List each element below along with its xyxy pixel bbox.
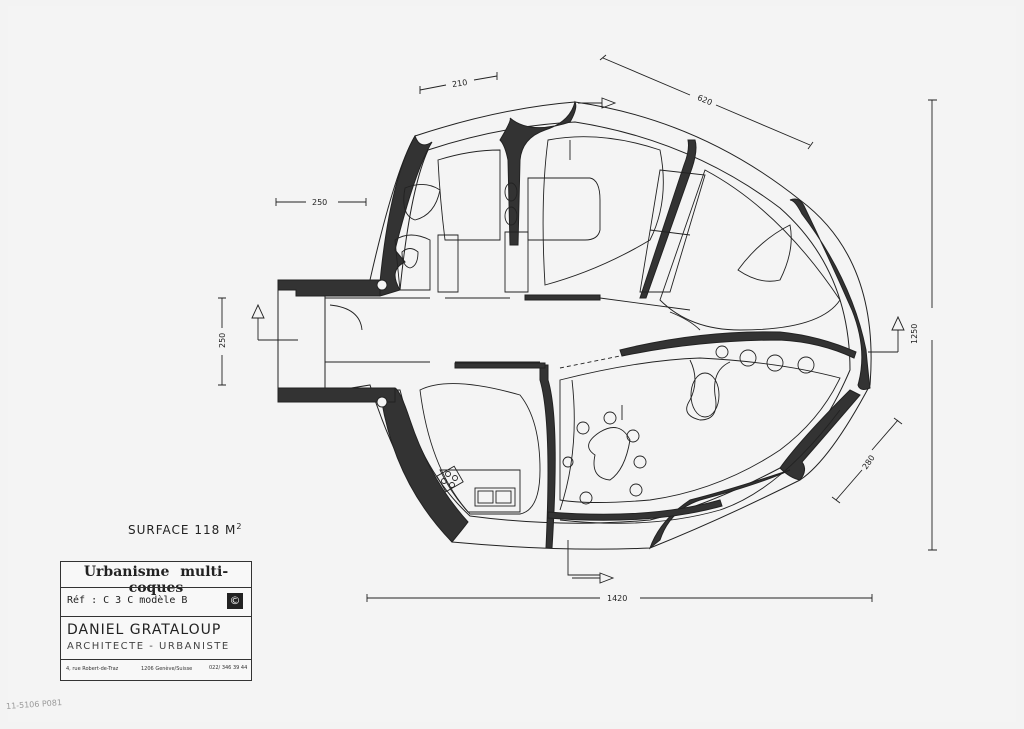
dim-line-1420 [366, 594, 873, 602]
closet-1 [437, 234, 459, 293]
chair [562, 456, 574, 468]
wall-shell-north-west [379, 134, 433, 297]
surface-exponent: 2 [236, 522, 243, 531]
dashed-threshold [559, 354, 626, 369]
wall-shells [277, 100, 871, 550]
dim-line-250-left [218, 297, 226, 386]
dim-label-280: 280 [861, 453, 877, 471]
stool [766, 354, 784, 372]
closet-2 [504, 231, 529, 293]
south-shell-inner [559, 409, 841, 524]
outer-shell-outline [277, 101, 872, 550]
phone-number: 022/ 346 39 44 [209, 665, 248, 671]
oval-table [690, 372, 720, 418]
wall-shell-north [499, 100, 577, 246]
surface-label: SURFACE 118 M2 [128, 522, 242, 537]
section-line [567, 140, 623, 576]
dim-label-1250: 1250 [910, 324, 919, 344]
entrance-arrow-icon [891, 315, 905, 352]
dimension-lines [218, 54, 937, 602]
room-north-2 [542, 136, 664, 286]
wall-south-partition [547, 499, 723, 521]
sofa-curve [686, 359, 731, 421]
wall-central-curve [619, 331, 857, 359]
title-block: Urbanisme multi-coques Réf : C 3 C modèl… [60, 561, 252, 681]
entrance-arrow-icon [572, 572, 615, 584]
stove [436, 465, 464, 493]
wc-room [394, 234, 431, 291]
dim-label-210: 210 [452, 78, 468, 89]
wall-corridor-divider [539, 364, 556, 549]
city-address: 1206 Genève/Suisse [141, 666, 193, 672]
dim-label-1420: 1420 [607, 594, 627, 603]
wardrobe [639, 169, 706, 293]
street-address: 4, rue Robert-de-Traz [66, 666, 119, 672]
chair [633, 455, 647, 469]
column [376, 396, 388, 408]
room-north-1 [437, 149, 501, 241]
column [376, 279, 388, 291]
sink-oval [403, 184, 441, 221]
wall-entry-left [277, 279, 381, 297]
wall-shell-south-west [379, 387, 469, 543]
wall-corridor-bottom [454, 362, 546, 369]
surface-text: SURFACE 118 M [128, 523, 237, 537]
door-swing [329, 304, 363, 331]
corridor-top-wall [325, 297, 691, 311]
coffee-table [588, 427, 631, 481]
chair [629, 483, 643, 497]
entrance-arrow-icon [578, 97, 617, 109]
address-row: 4, rue Robert-de-Traz 1206 Genève/Suisse… [61, 659, 251, 682]
stool [739, 349, 757, 367]
dim-label-250-left: 250 [218, 333, 227, 348]
dim-label-620: 620 [696, 93, 714, 107]
basin [504, 206, 518, 226]
furniture-ne [737, 224, 792, 282]
wall-north-partition [639, 139, 697, 299]
wall-corridor-top-right [524, 294, 601, 301]
entrance-arrow-icon [251, 303, 265, 340]
dim-line-620 [599, 54, 814, 150]
entrance-arrow-icon [251, 97, 905, 584]
living-room-divider [559, 379, 575, 511]
chair [626, 429, 640, 443]
lavatory [401, 248, 419, 269]
basin [504, 182, 518, 202]
dim-line-250-top [275, 198, 367, 206]
interior-lines [325, 136, 841, 576]
architect-role: ARCHITECTE - URBANISTE [67, 641, 230, 652]
chair [576, 421, 590, 435]
room-north-east [659, 169, 841, 331]
sink-double [474, 487, 516, 507]
dim-line-280 [831, 417, 903, 504]
living-room [559, 357, 841, 503]
kitchen-counter [439, 469, 521, 513]
dim-line-210 [419, 72, 498, 94]
dim-label-250-top: 250 [312, 198, 327, 207]
copyright-icon: © [227, 593, 243, 609]
chair [603, 411, 617, 425]
chair [579, 491, 593, 505]
project-title: Urbanisme multi-coques [83, 564, 229, 596]
dim-line-1250 [928, 99, 937, 551]
stool [715, 345, 729, 359]
stool [797, 356, 815, 374]
wall-shell-east [789, 198, 871, 390]
door-swing-2 [669, 311, 701, 331]
architect-name: DANIEL GRATALOUP [67, 622, 222, 638]
reference-text: Réf : C 3 C modèle B [67, 595, 188, 606]
reference-row: Réf : C 3 C modèle B © [61, 587, 251, 617]
bath-tub [527, 177, 601, 241]
wall-entry-left-bottom [277, 387, 396, 403]
